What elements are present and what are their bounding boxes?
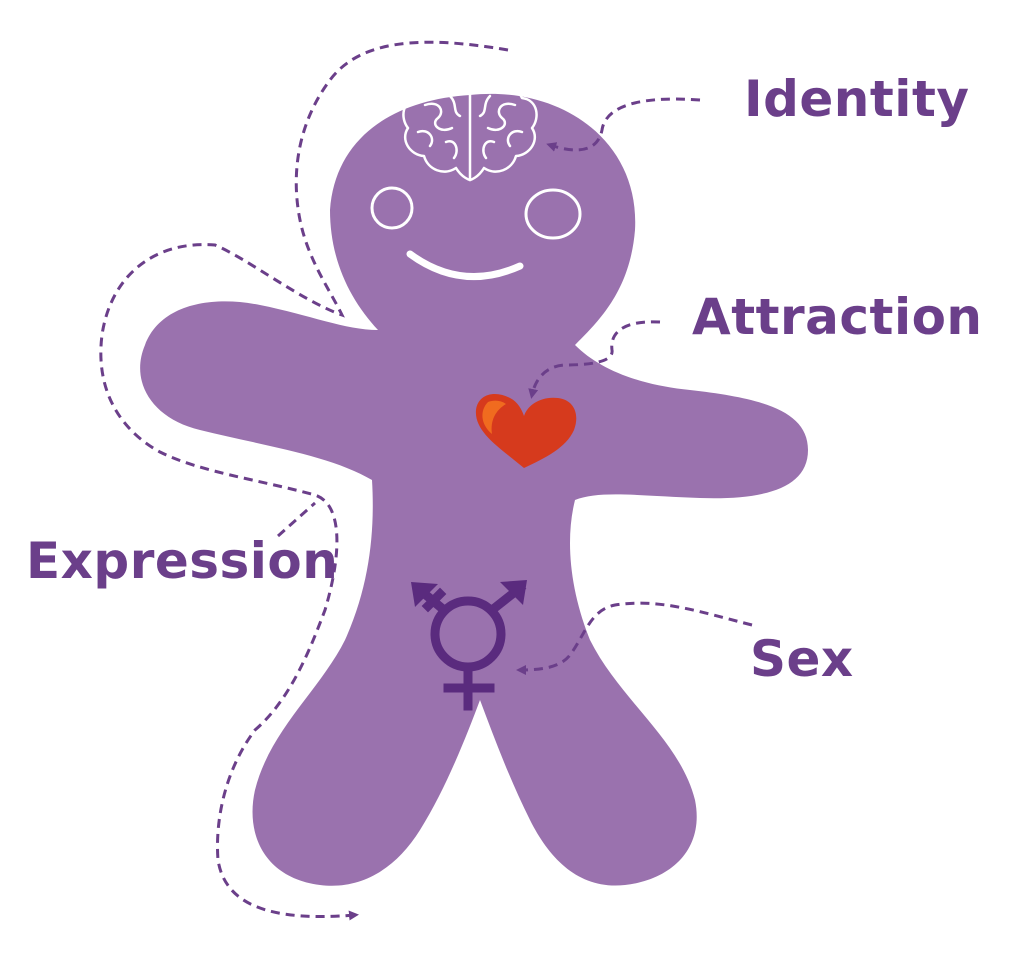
expression-connector (277, 501, 316, 538)
identity-connector (546, 97, 701, 152)
sex-label: Sex (750, 630, 854, 688)
attraction-connector (528, 320, 661, 399)
identity-label: Identity (744, 70, 970, 128)
heart-icon (475, 394, 577, 468)
sex-connector (516, 601, 753, 675)
gingerbread-body (140, 93, 809, 886)
left-eye (370, 186, 414, 230)
attraction-label: Attraction (692, 288, 983, 346)
transgender-arrowheads (411, 580, 527, 607)
dashed-connectors (99, 40, 753, 921)
expression-label: Expression (26, 532, 339, 590)
smile-stroke (406, 250, 524, 281)
brain-icon (402, 81, 538, 182)
right-eye (524, 188, 582, 240)
